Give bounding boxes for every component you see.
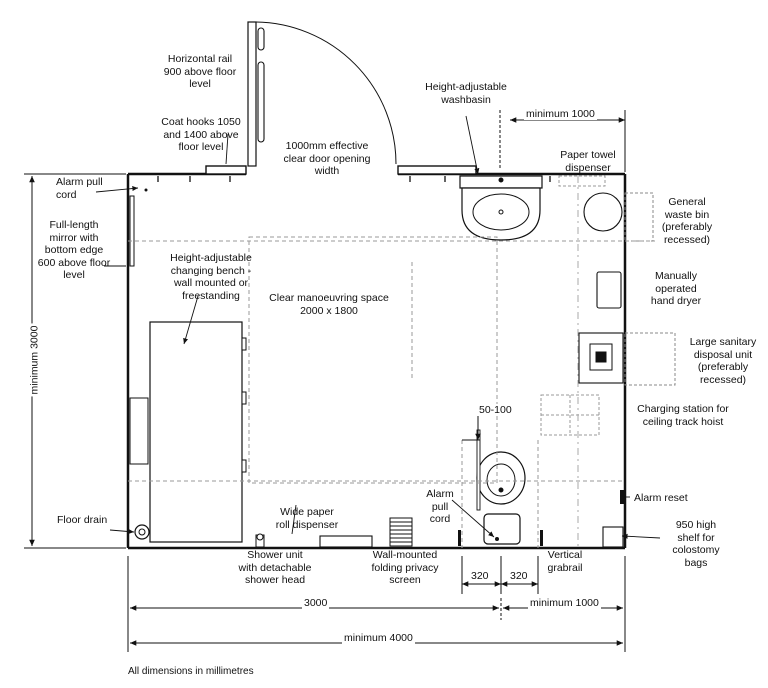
charging-station: [540, 394, 600, 436]
dim-min-3000: minimum 3000: [28, 323, 41, 397]
label-manoeuvring-space: Clear manoeuvring space 2000 x 1800: [269, 292, 389, 317]
label-shower-unit: Shower unit with detachable shower head: [238, 549, 312, 586]
label-waste-bin: General waste bin (preferably recessed): [661, 196, 713, 246]
door-jamb-left: [205, 165, 247, 175]
label-coat-hooks: Coat hooks 1050 and 1400 above floor lev…: [161, 116, 241, 153]
label-mirror: Full-length mirror with bottom edge 600 …: [37, 219, 111, 281]
manoeuvring-space: [248, 236, 498, 484]
mirror: [129, 195, 135, 267]
label-washbasin: Height-adjustable washbasin: [425, 81, 507, 106]
alarm-reset: [620, 490, 625, 504]
label-vertical-grabrail: Vertical grabrail: [547, 549, 583, 574]
label-privacy-screen: Wall-mounted folding privacy screen: [371, 549, 439, 586]
privacy-screen: [389, 517, 413, 547]
coat-hooks: [157, 176, 551, 182]
wc-pan: [476, 451, 526, 545]
label-alarm-reset: Alarm reset: [634, 492, 688, 504]
dim-min-4000: minimum 4000: [342, 632, 415, 644]
paper-roll-dispenser: [319, 535, 373, 548]
label-floor-drain: Floor drain: [57, 514, 108, 526]
dim-320-b: 320: [508, 570, 530, 582]
label-changing-bench: Height-adjustable changing bench - wall …: [170, 252, 252, 302]
footer-note: All dimensions in millimetres: [128, 666, 254, 677]
changing-bench: [129, 321, 247, 543]
colostomy-shelf: [602, 526, 624, 548]
sanitary-disposal-unit: [578, 332, 624, 384]
dim-min-1000-bottom: minimum 1000: [528, 597, 601, 609]
label-alarm-pull-cord-top: Alarm pull cord: [56, 176, 103, 201]
floor-drain: [134, 524, 150, 540]
dim-3000: 3000: [302, 597, 330, 609]
shower-unit: [255, 533, 265, 548]
door: [247, 21, 397, 167]
door-jamb-right: [397, 165, 477, 175]
dim-50-100: 50-100: [477, 404, 514, 416]
label-door-opening: 1000mm effective clear door opening widt…: [283, 140, 371, 177]
label-charging-station: Charging station for ceiling track hoist: [637, 403, 729, 428]
dim-320-a: 320: [469, 570, 491, 582]
dim-min-1000-top: minimum 1000: [524, 108, 597, 120]
label-horizontal-rail: Horizontal rail 900 above floor level: [163, 53, 237, 90]
washbasin: [459, 175, 543, 241]
alarm-pull-cord-top: [144, 188, 148, 192]
hand-dryer: [596, 271, 622, 309]
label-paper-towel: Paper towel dispenser: [560, 149, 616, 174]
label-sanitary-unit: Large sanitary disposal unit (preferably…: [689, 336, 757, 386]
label-hand-dryer: Manually operated hand dryer: [650, 270, 702, 307]
waste-bin: [583, 192, 623, 232]
label-alarm-pull-cord-wc: Alarm pull cord: [426, 488, 454, 525]
label-shelf: 950 high shelf for colostomy bags: [672, 519, 720, 569]
label-paper-roll: Wide paper roll dispenser: [275, 506, 339, 531]
paper-towel-dispenser: [558, 175, 606, 187]
